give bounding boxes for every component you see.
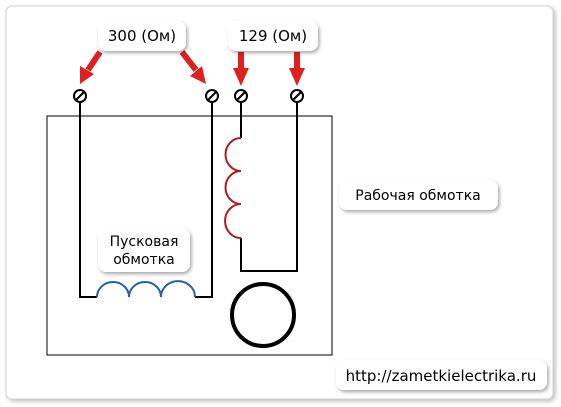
start-winding-wire-left	[79, 97, 97, 298]
arrow-to-terminal-1	[80, 50, 103, 84]
work-winding-text: Рабочая обмотка	[355, 188, 480, 204]
terminal-4	[290, 89, 304, 103]
work-winding-label: Рабочая обмотка	[339, 180, 498, 210]
terminal-1	[73, 89, 87, 103]
work-winding-coil	[224, 137, 242, 239]
rotor-circle	[230, 282, 296, 348]
picture-frame	[5, 5, 554, 400]
start-winding-wire-right	[195, 97, 213, 298]
start-resistance-label: 300 (Ом)	[98, 21, 186, 51]
start-winding-label: Пусковая обмотка	[98, 228, 190, 272]
start-winding-text-line2: обмотка	[113, 252, 175, 268]
terminal-3	[234, 89, 248, 103]
work-resistance-label: 129 (Ом)	[228, 21, 318, 51]
work-resistance-text: 129 (Ом)	[239, 27, 307, 45]
start-winding-coil	[96, 280, 196, 298]
terminal-2	[205, 89, 219, 103]
work-winding-wire-right	[240, 97, 298, 272]
start-resistance-text: 300 (Ом)	[108, 27, 176, 45]
start-winding-text-line1: Пусковая	[110, 234, 179, 250]
website-label: http://zametkielectrika.ru	[336, 360, 547, 390]
arrow-to-terminal-3	[233, 52, 249, 86]
arrow-to-terminal-4	[289, 52, 305, 86]
arrow-to-terminal-2	[179, 50, 206, 84]
motor-housing	[46, 115, 333, 356]
website-text: http://zametkielectrika.ru	[346, 367, 537, 385]
